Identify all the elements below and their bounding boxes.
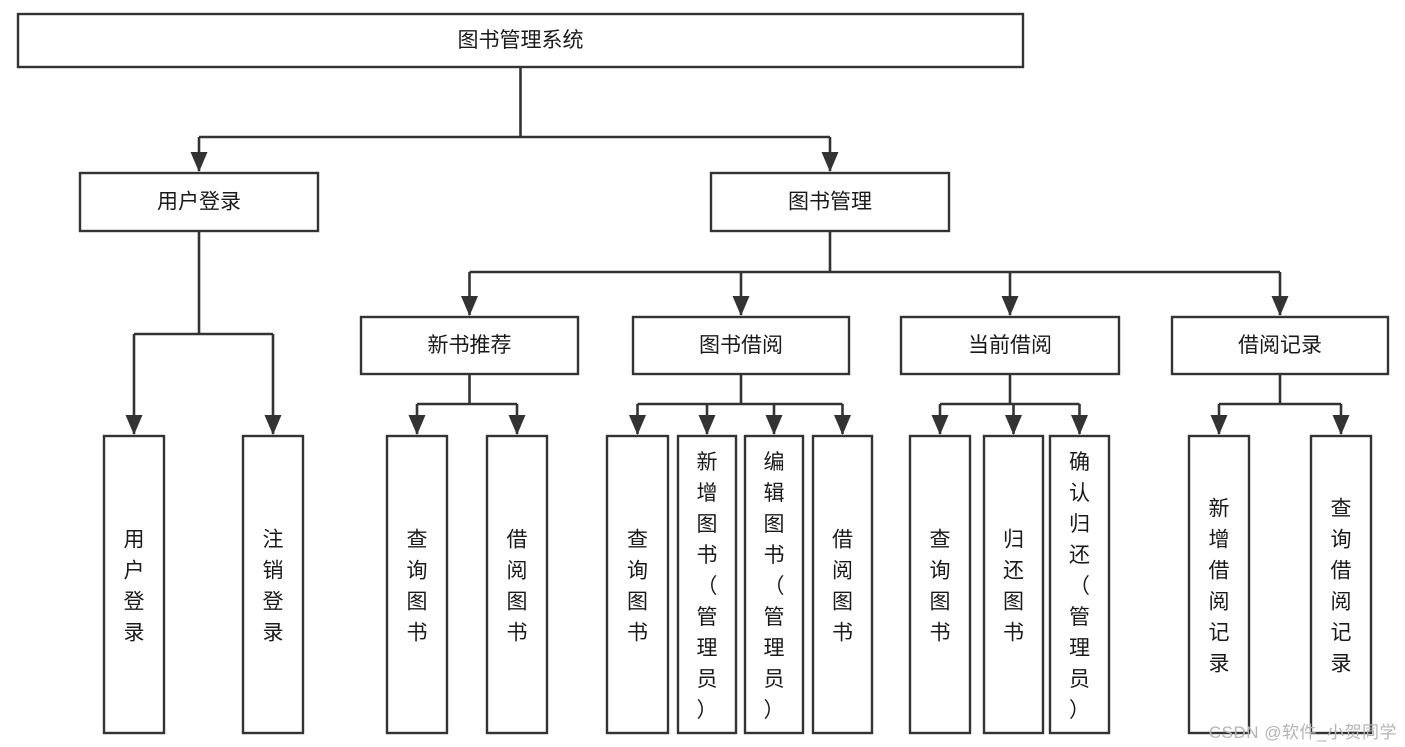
node-leaf-4-label: 查询图书 (627, 529, 648, 645)
node-leaf-10-rect (1048, 434, 1111, 735)
node-leaf-8-rect (908, 434, 972, 735)
watermark-text: CSDN @软件_小贺同学 (1208, 723, 1397, 742)
node-leaf-1[interactable]: 注销登录 (241, 434, 305, 735)
arrow-head-icon (1005, 415, 1022, 435)
node-level3-1-rect (631, 315, 851, 376)
arrow-head-icon (461, 296, 478, 316)
node-level3-3-rect (1170, 315, 1390, 376)
node-leaf-11[interactable]: 新增借阅记录 (1187, 434, 1251, 735)
node-leaf-12-rect (1309, 434, 1373, 735)
node-leaf-9[interactable]: 归还图书 (982, 434, 1045, 735)
node-root-label: 图书管理系统 (458, 29, 584, 52)
node-level3-2-rect (899, 315, 1121, 376)
node-leaf-3[interactable]: 借阅图书 (485, 434, 549, 735)
node-leaf-0-rect (102, 434, 166, 735)
node-leaf-12[interactable]: 查询借阅记录 (1309, 434, 1373, 735)
node-leaf-6[interactable]: 编辑图书（管理员） (743, 434, 805, 735)
node-level2-0-label: 用户登录 (157, 191, 241, 214)
node-level2-1-label: 图书管理 (788, 191, 872, 214)
node-leaf-0-label: 用户登录 (124, 529, 145, 645)
node-leaf-7[interactable]: 借阅图书 (811, 434, 874, 735)
node-leaf-4[interactable]: 查询图书 (605, 434, 670, 735)
arrow-head-icon (834, 415, 851, 435)
arrow-head-icon (1001, 296, 1019, 316)
node-leaf-6-rect (743, 434, 805, 735)
node-leaf-1-rect (241, 434, 305, 735)
node-leaf-7-rect (811, 434, 874, 735)
node-leaf-10[interactable]: 确认归还（管理员） (1048, 434, 1111, 735)
node-level3-2[interactable]: 当前借阅 (899, 315, 1121, 376)
node-leaf-0[interactable]: 用户登录 (102, 434, 166, 735)
arrow-head-icon (125, 415, 143, 435)
node-leaf-9-label: 归还图书 (1003, 529, 1024, 645)
node-leaf-3-label: 借阅图书 (507, 529, 528, 645)
node-level2-0[interactable]: 用户登录 (78, 171, 320, 233)
arrow-head-icon (765, 415, 783, 435)
node-leaf-1-label: 注销登录 (263, 529, 284, 645)
node-level3-2-label: 当前借阅 (968, 334, 1052, 357)
node-leaf-2-label: 查询图书 (407, 529, 428, 645)
node-leaf-12-label: 查询借阅记录 (1331, 498, 1352, 676)
node-leaf-7-label: 借阅图书 (832, 529, 853, 645)
arrow-head-icon (629, 415, 646, 435)
node-root[interactable]: 图书管理系统 (16, 12, 1025, 69)
node-leaf-6-label: 编辑图书（管理员） (764, 451, 785, 722)
arrow-head-icon (508, 415, 526, 435)
node-root-rect (16, 12, 1025, 69)
arrow-head-icon (698, 415, 716, 435)
arrow-head-icon (1332, 415, 1350, 435)
node-level3-0[interactable]: 新书推荐 (359, 315, 580, 376)
arrow-head-icon (821, 152, 839, 172)
node-leaf-2[interactable]: 查询图书 (385, 434, 449, 735)
arrow-head-icon (1210, 415, 1228, 435)
node-leaf-9-rect (982, 434, 1045, 735)
node-leaf-5-label: 新增图书（管理员） (697, 451, 718, 722)
node-level3-3[interactable]: 借阅记录 (1170, 315, 1390, 376)
node-leaf-10-label: 确认归还（管理员） (1069, 451, 1090, 722)
node-leaf-4-rect (605, 434, 670, 735)
node-leaf-2-rect (385, 434, 449, 735)
node-level3-1-label: 图书借阅 (699, 334, 783, 357)
node-leaf-11-rect (1187, 434, 1251, 735)
node-leaf-5[interactable]: 新增图书（管理员） (676, 434, 738, 735)
node-level3-1[interactable]: 图书借阅 (631, 315, 851, 376)
node-leaf-3-rect (485, 434, 549, 735)
arrow-head-icon (732, 296, 750, 316)
arrow-head-icon (1271, 296, 1289, 316)
node-level2-1[interactable]: 图书管理 (709, 171, 951, 233)
arrow-head-icon (931, 415, 949, 435)
arrow-head-icon (190, 152, 208, 172)
node-level3-3-label: 借阅记录 (1238, 334, 1322, 357)
node-level3-0-rect (359, 315, 580, 376)
node-level2-1-rect (709, 171, 951, 233)
arrow-head-icon (1071, 415, 1088, 435)
node-leaf-8[interactable]: 查询图书 (908, 434, 972, 735)
arrow-head-icon (264, 415, 282, 435)
node-level3-0-label: 新书推荐 (428, 334, 512, 357)
node-leaf-8-label: 查询图书 (930, 529, 951, 645)
node-leaf-11-label: 新增借阅记录 (1209, 498, 1230, 676)
arrow-head-icon (408, 415, 426, 435)
node-level2-0-rect (78, 171, 320, 233)
node-leaf-5-rect (676, 434, 738, 735)
